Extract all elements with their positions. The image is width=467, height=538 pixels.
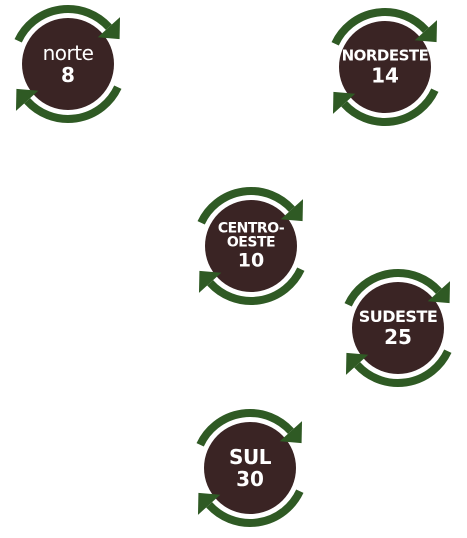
region-circle [339,21,431,113]
arrow-arc [196,409,294,447]
arrow-head [414,20,438,43]
arrow-arc [206,489,304,527]
region-circle [352,282,444,374]
arrow-arc [354,349,452,387]
arrow-arc [14,5,112,43]
cycle-arrows-icon [197,187,305,305]
arrow-head [345,352,369,375]
region-node-sudeste: SUDESTE 25 [328,258,467,398]
region-circle [205,200,297,292]
arrow-head [280,199,304,222]
arrow-head [97,17,121,40]
arrow-arc [341,88,439,126]
region-node-centro-oeste: CENTRO- OESTE 10 [181,176,321,316]
arrow-head [279,421,303,444]
region-node-nordeste: NORDESTE 14 [315,0,455,137]
arrow-arc [207,267,305,305]
arrow-arc [197,187,295,225]
cycle-arrows-icon [14,5,122,123]
cycle-arrows-icon [344,269,452,387]
cycle-arrows-icon [331,8,439,126]
arrow-head [332,91,356,114]
arrow-arc [331,8,429,46]
arrow-head [198,270,222,293]
cycle-arrows-icon [196,409,304,527]
arrow-arc [344,269,442,307]
arrow-arc [24,85,122,123]
region-circle [22,18,114,110]
region-node-norte: norte 8 [0,0,138,134]
arrow-head [197,492,221,515]
region-circle [204,422,296,514]
arrow-head [427,281,451,304]
arrow-head [15,88,39,111]
region-node-sul: SUL 30 [180,398,320,538]
